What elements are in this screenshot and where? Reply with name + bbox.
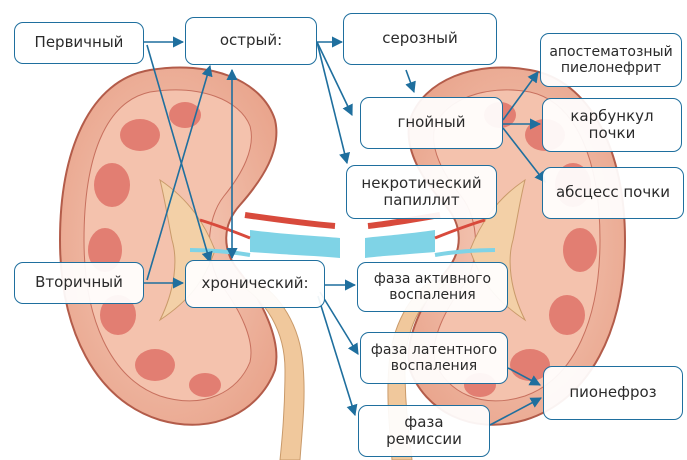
acute-text: острый: — [220, 32, 282, 49]
pyonephrosis-label: пионефроз — [543, 366, 683, 420]
abscess-text: абсцесс почки — [556, 184, 670, 201]
primary-text: Первичный — [35, 34, 124, 51]
serous-label: серозный — [343, 13, 497, 65]
secondary-label: Вторичный — [14, 262, 144, 304]
abscess-label: абсцесс почки — [542, 167, 684, 219]
purulent-text: гнойный — [397, 114, 465, 131]
acute-label: острый: — [185, 17, 317, 65]
secondary-text: Вторичный — [35, 274, 123, 291]
remission-line-2: ремиссии — [386, 431, 462, 448]
carbuncle-line-1: карбункул — [570, 108, 653, 125]
latent-phase-line-1: фаза латентного — [371, 342, 497, 358]
carbuncle-line-2: почки — [589, 125, 636, 142]
active-phase-line-2: воспаления — [389, 287, 475, 303]
serous-text: серозный — [382, 30, 458, 47]
chronic-label: хронический: — [185, 260, 325, 308]
primary-label: Первичный — [14, 22, 144, 64]
apostematous-line-2: пиелонефрит — [561, 60, 661, 76]
pyonephrosis-text: пионефроз — [569, 384, 656, 401]
apostematous-label: апостематозный пиелонефрит — [540, 33, 682, 87]
active-phase-label: фаза активного воспаления — [357, 262, 508, 312]
necrotic-papillitis-label: некротический папиллит — [346, 165, 497, 219]
latent-phase-label: фаза латентного воспаления — [360, 332, 508, 384]
remission-phase-label: фаза ремиссии — [358, 405, 490, 457]
apostematous-line-1: апостематозный — [549, 44, 672, 60]
necrotic-line-1: некротический — [361, 175, 481, 192]
latent-phase-line-2: воспаления — [391, 358, 477, 374]
carbuncle-label: карбункул почки — [542, 98, 682, 152]
purulent-label: гнойный — [360, 97, 503, 149]
active-phase-line-1: фаза активного — [374, 271, 491, 287]
chronic-text: хронический: — [201, 275, 308, 292]
necrotic-line-2: папиллит — [383, 192, 459, 209]
remission-line-1: фаза — [404, 414, 443, 431]
